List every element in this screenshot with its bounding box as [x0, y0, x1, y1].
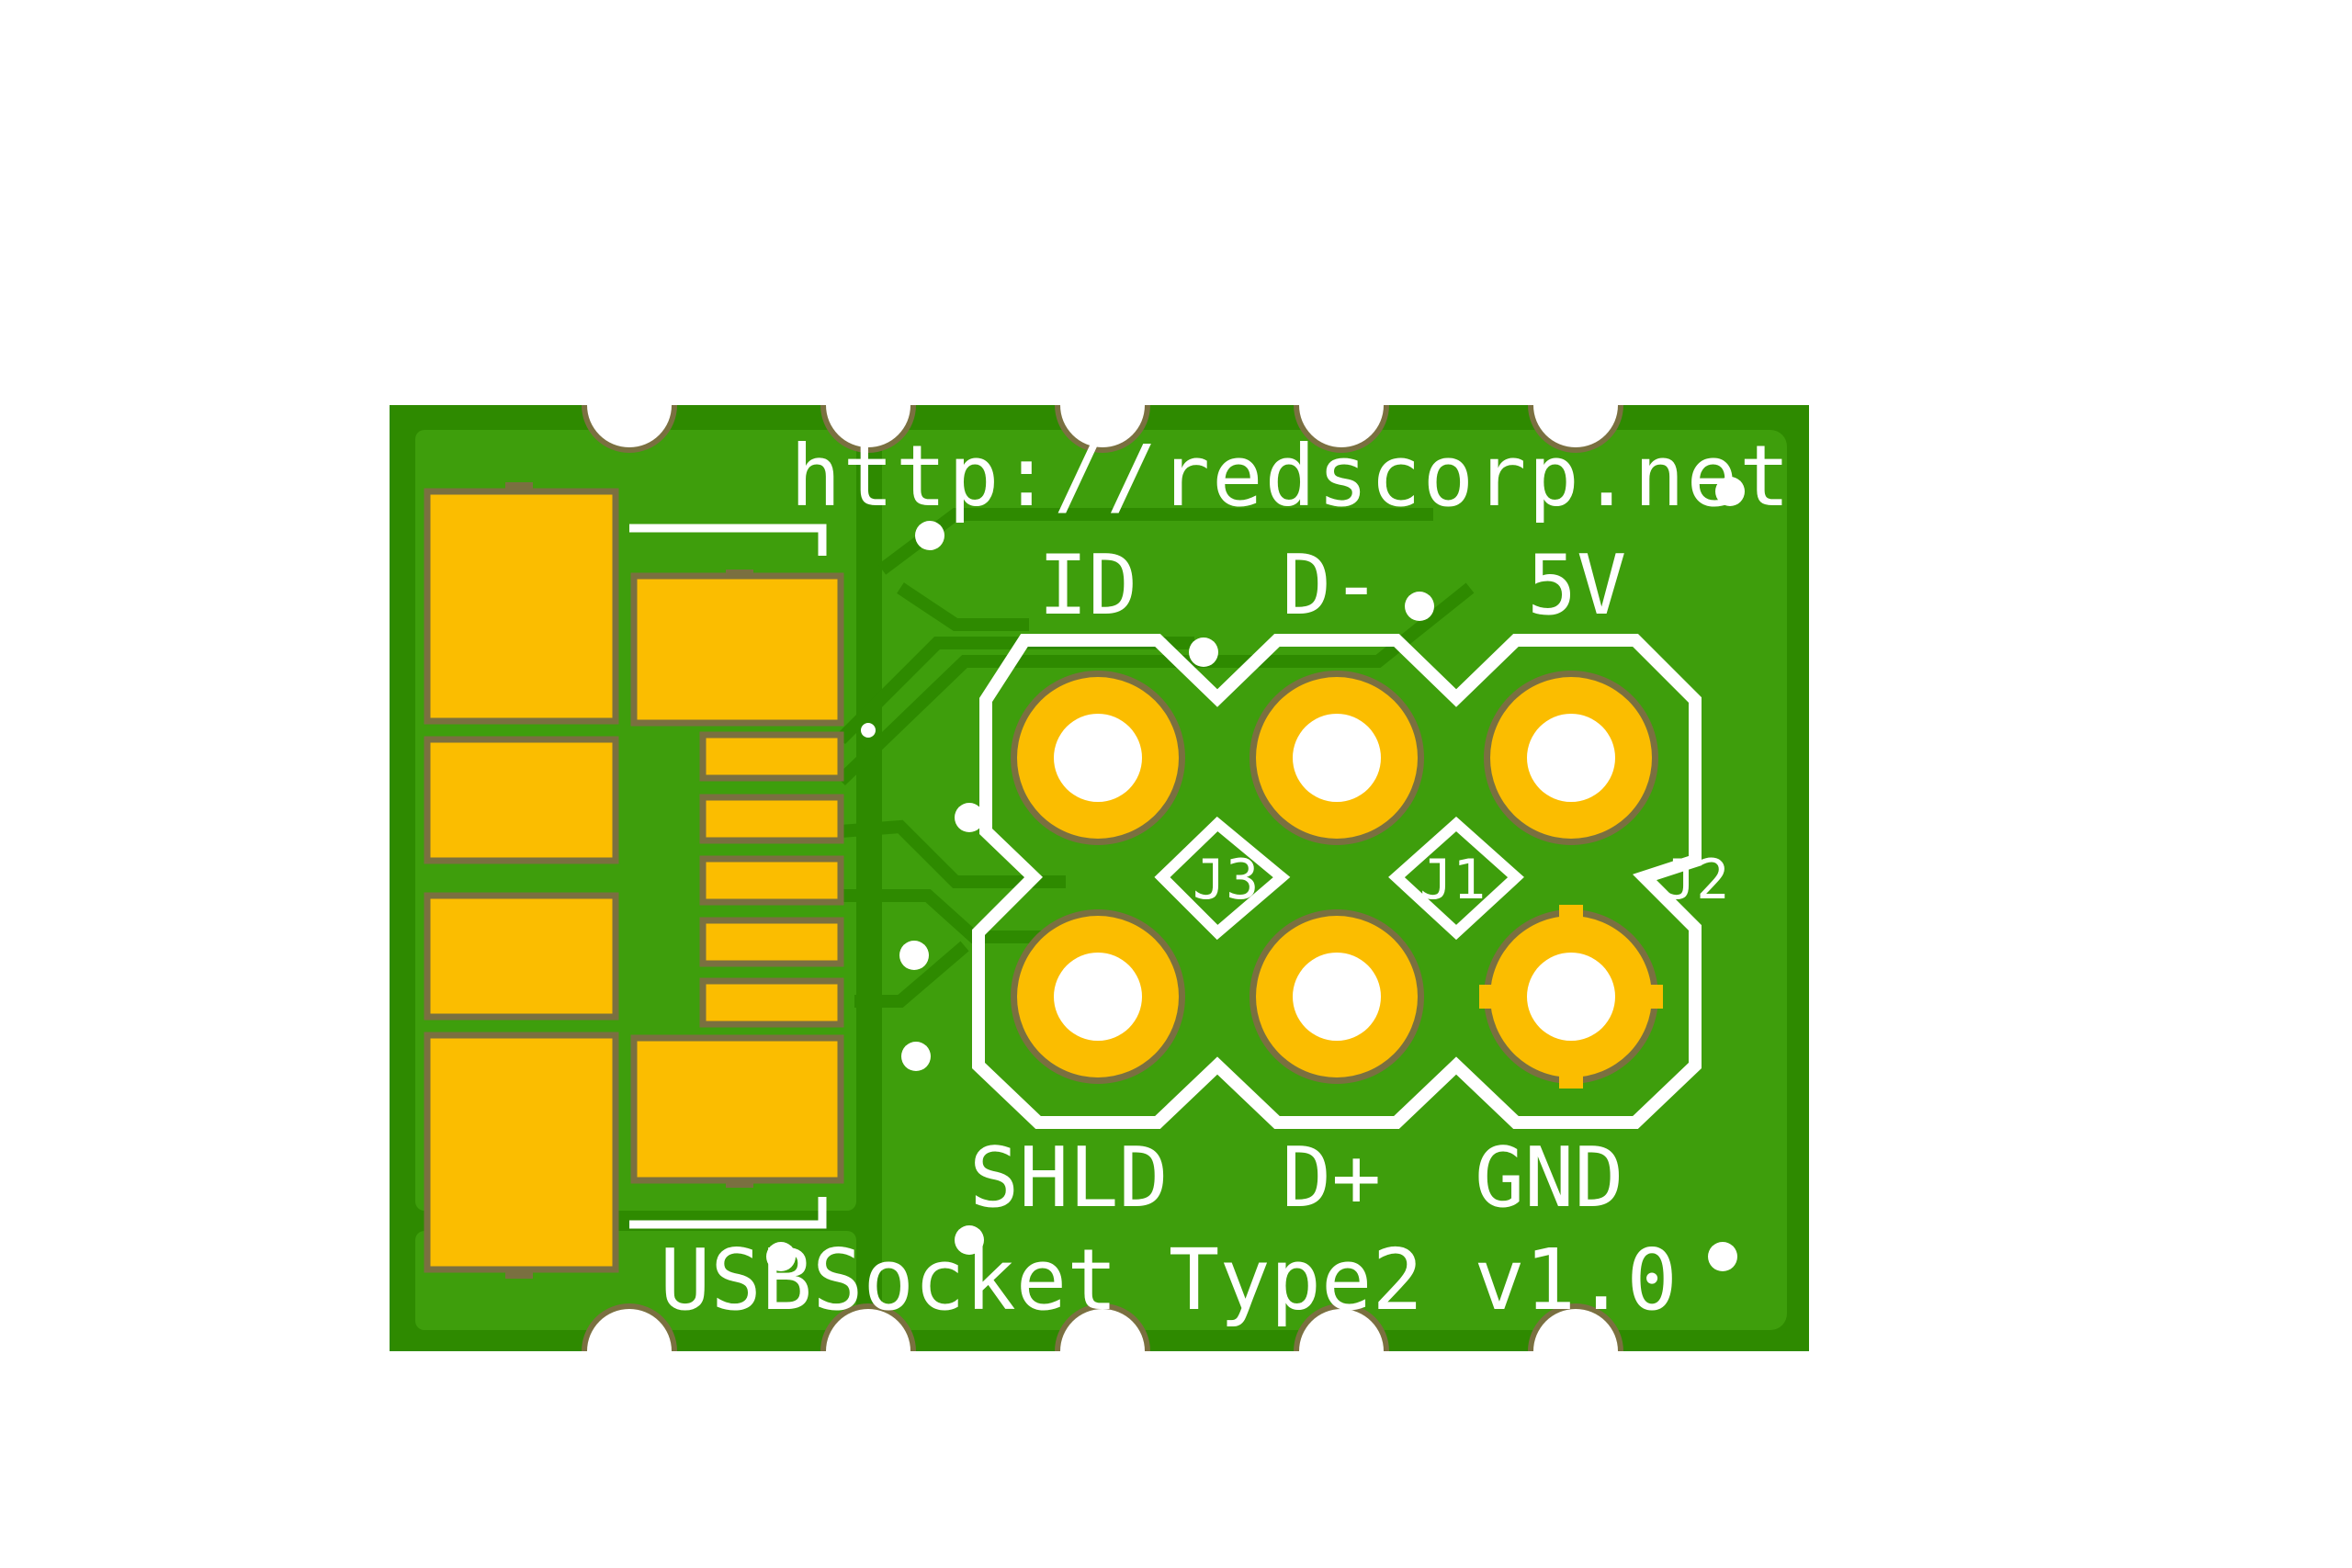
- mask-top: [368, 349, 1838, 405]
- connector-silk-bracket: [629, 524, 827, 1229]
- pin-header-diamond-right: [1388, 816, 1524, 941]
- pad-id: [1011, 671, 1185, 845]
- pad-d-plus: [1250, 909, 1424, 1084]
- pad-shld: [1011, 909, 1185, 1084]
- mask-bottom: [368, 1351, 1838, 1416]
- pin-header-diamond-left: [1154, 816, 1291, 941]
- pad-d-minus: [1250, 671, 1424, 845]
- pin-label-shld: SHLD: [969, 1130, 1169, 1226]
- pad-5v: [1484, 671, 1658, 845]
- pin-header-outline: [972, 634, 1702, 1129]
- vias: [766, 477, 1745, 1271]
- traces: [836, 508, 1475, 1008]
- through-hole-pads: [1011, 671, 1663, 1089]
- pin-label-d-minus: D-: [1282, 537, 1381, 634]
- pad-notches: [505, 482, 753, 1279]
- usb-connector-pads: [424, 488, 844, 1273]
- pin-label-id: ID: [1038, 537, 1137, 634]
- designator-j2: J2: [1663, 848, 1729, 912]
- designator-j3: J3: [1193, 848, 1259, 912]
- pin-label-5v: 5V: [1527, 537, 1626, 634]
- designator-j1: J1: [1419, 848, 1486, 912]
- url-label: http://redscorp.net: [790, 427, 1792, 525]
- pin-label-d-plus: D+: [1282, 1130, 1381, 1226]
- board-title: USBSocket Type2 v1.0: [660, 1231, 1678, 1329]
- pad-gnd: [1479, 905, 1663, 1089]
- pin-label-gnd: GND: [1475, 1130, 1624, 1226]
